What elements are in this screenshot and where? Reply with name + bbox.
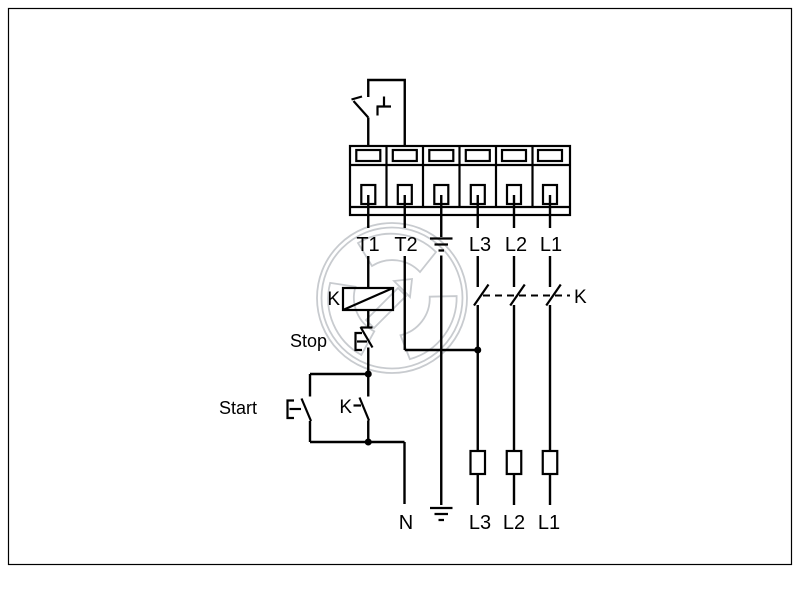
terminal-tails (367, 195, 552, 237)
thermal-switch-icon (351, 95, 391, 119)
contactor-main-contacts-icon (473, 283, 570, 307)
label-start: Start (219, 398, 257, 418)
label-l3-bottom: L3 (469, 512, 491, 534)
earth-ground-icon-bottom (430, 506, 453, 522)
nc-pushbutton-icon-stop (354, 326, 374, 352)
label-k-coil: K (327, 289, 340, 310)
fuse-icon-l1 (541, 449, 559, 476)
label-t2: T2 (394, 234, 417, 256)
image-frame-border (7, 7, 793, 566)
no-pushbutton-icon-start (286, 398, 313, 422)
impeller-logo-watermark (316, 222, 468, 374)
earth-ground-icon-top (430, 237, 453, 252)
label-stop: Stop (290, 331, 327, 351)
label-t1: T1 (356, 234, 379, 256)
contactor-coil (341, 286, 395, 312)
motor-loop (351, 78, 406, 146)
label-l1-top: L1 (540, 234, 562, 256)
control-supply-link (403, 256, 482, 354)
fuse-icon-l3 (469, 449, 487, 476)
label-k-aux: K (339, 397, 352, 418)
control-circuit (286, 256, 406, 504)
earth-conductor (430, 255, 453, 522)
label-n: N (399, 512, 413, 534)
fuse-icon-l2 (505, 449, 523, 476)
label-k-main: K (574, 287, 587, 308)
label-l3-top: L3 (469, 234, 491, 256)
label-l2-bottom: L2 (503, 512, 525, 534)
no-contact-icon-k-aux (353, 397, 371, 421)
power-lines (469, 256, 570, 505)
label-l2-top: L2 (505, 234, 527, 256)
label-l1-bottom: L1 (538, 512, 560, 534)
terminal-block (348, 144, 572, 217)
